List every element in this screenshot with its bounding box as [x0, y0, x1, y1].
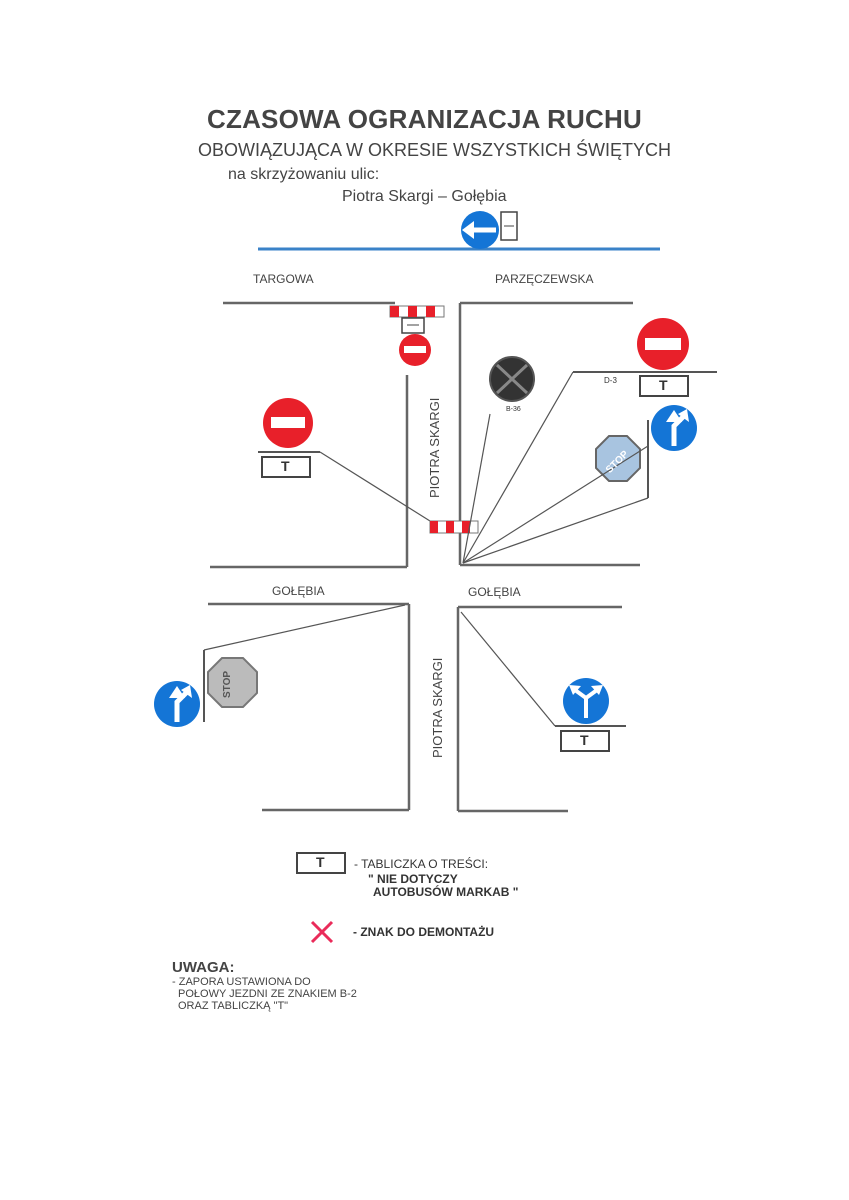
street-piotra-skargi-upper: PIOTRA SKARGI: [427, 397, 442, 498]
t-plate-right-top: [639, 375, 689, 397]
intersection-intro: na skrzyżowaniu ulic:: [228, 166, 380, 183]
remove-x-icon: [310, 920, 334, 944]
legend-plate-label: - TABLICZKA O TREŚCI:: [354, 857, 489, 871]
top-t-plate: [500, 211, 518, 241]
note-line-1: - ZAPORA USTAWIONA DO: [172, 976, 311, 988]
turn-right-arrow-sign-right: [651, 405, 697, 451]
legend-plate-text-1: " NIE DOTYCZY: [368, 872, 458, 886]
note-line-3: ORAZ TABLICZKĄ "T": [178, 1000, 289, 1012]
t-plate-left-label: T: [281, 458, 290, 474]
no-entry-sign-right: [637, 318, 689, 370]
subtitle: OBOWIĄZUJĄCA W OKRESIE WSZYSTKICH ŚWIĘTY…: [198, 140, 672, 160]
top-left-arrow-sign: [461, 211, 499, 249]
legend-plate-text-2: AUTOBUSÓW MARKAB ": [373, 885, 519, 899]
street-golebia-left: GOŁĘBIA: [272, 584, 325, 598]
t-plate-lower-right-label: T: [580, 732, 589, 748]
t-plate-right-label: T: [659, 377, 668, 393]
legend-t-plate-label: T: [316, 854, 325, 870]
street-golebia-right: GOŁĘBIA: [468, 585, 521, 599]
intersection-name: Piotra Skargi – Gołębia: [342, 188, 507, 205]
d3-label: D-3: [604, 376, 617, 385]
leader-line: [319, 451, 431, 522]
legend-t-plate: [296, 852, 346, 874]
no-entry-sign-left: [263, 398, 313, 448]
street-parzeczewska: PARZĘCZEWSKA: [495, 272, 594, 286]
left-right-arrow-sign: [563, 678, 609, 724]
b36-label: B-36: [506, 406, 521, 413]
t-plate-left: [261, 456, 311, 478]
street-targowa: TARGOWA: [253, 272, 314, 286]
street-piotra-skargi-lower: PIOTRA SKARGI: [430, 657, 445, 758]
page-title: CZASOWA OGRANIZACJA RUCHU: [207, 104, 642, 134]
turn-right-arrow-sign-left: [154, 681, 200, 727]
stop-sign-left: [207, 657, 258, 708]
t-plate-lower-right: [560, 730, 610, 752]
note-line-2: POŁOWY JEZDNI ZE ZNAKIEM B-2: [178, 988, 357, 1000]
stop-left-label: STOP: [222, 670, 233, 698]
middle-barrier: [429, 520, 479, 534]
legend-remove-label: - ZNAK DO DEMONTAŻU: [353, 925, 495, 939]
top-barrier: [389, 305, 445, 334]
b36-sign: [489, 356, 535, 402]
no-entry-sign-top: [399, 334, 431, 366]
stop-sign-right: [595, 435, 641, 482]
note-body: - ZAPORA USTAWIONA DO POŁOWY JEZDNI ZE Z…: [172, 976, 357, 1012]
note-title: UWAGA:: [172, 959, 235, 976]
